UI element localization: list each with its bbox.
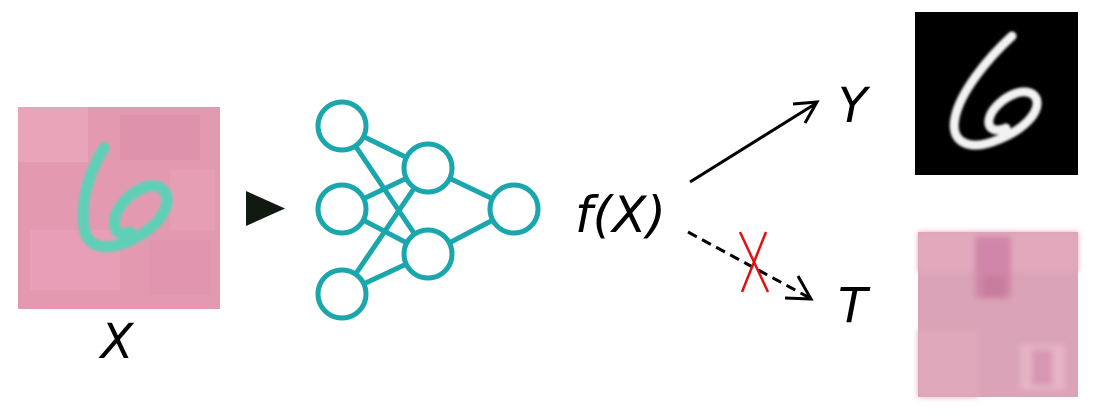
nuisance-image — [918, 232, 1078, 397]
function-label: f(X) — [575, 186, 666, 244]
network-node — [401, 227, 455, 281]
nuisance-label: T — [838, 278, 871, 334]
target-label: Y — [838, 78, 871, 134]
play-triangle-icon — [246, 191, 285, 226]
arrow-to-nuisance — [687, 230, 814, 301]
input-image — [18, 107, 220, 309]
arrow-to-target — [689, 100, 820, 184]
red-x-icon — [738, 231, 770, 293]
network-node — [315, 99, 369, 153]
target-image — [915, 12, 1078, 175]
network-node — [315, 182, 369, 236]
network-node — [401, 141, 455, 195]
neural-network-icon — [315, 99, 541, 321]
input-label: X — [98, 314, 135, 370]
network-node — [315, 267, 369, 321]
network-node — [487, 182, 541, 236]
